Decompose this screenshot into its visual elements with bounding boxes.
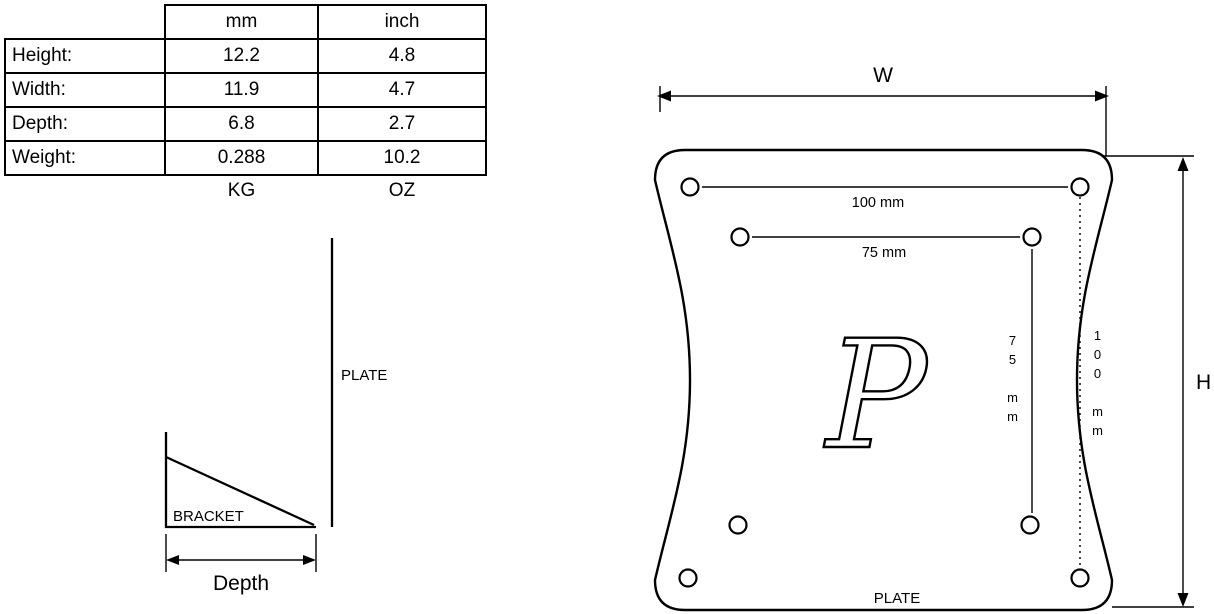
mounting-hole [1070,177,1090,197]
table-header-row: mm inch [5,4,487,40]
height-inch-value: 4.8 [317,38,487,74]
arrow-right-icon [1095,90,1109,102]
row-label-width: Width: [4,72,166,108]
dim-75mm-horizontal-label: 75 mm [862,245,906,261]
weight-inch-value: 10.2 [317,140,487,176]
width-mm-value: 11.9 [164,72,319,108]
dim-75mm-vertical-label: 75 mm [1005,333,1020,428]
table-footer-row: KG OZ [5,175,486,206]
weight-mm-value: 0.288 [164,140,319,176]
table-row: Height: 12.2 4.8 [4,38,487,74]
arrow-down-icon [1177,593,1189,607]
height-mm-value: 12.2 [164,38,319,74]
mounting-hole [1020,515,1040,535]
depth-inch-value: 2.7 [317,106,487,142]
arrow-left-icon [166,555,179,565]
side-view: PLATE BRACKET Depth [164,238,387,595]
mounting-hole [730,227,750,247]
arrow-left-icon [657,90,671,102]
table-row: Depth: 6.8 2.7 [4,106,487,142]
arrow-right-icon [303,555,316,565]
depth-mm-value: 6.8 [164,106,319,142]
mounting-hole [1070,568,1090,588]
unit-header-inch: inch [317,4,487,40]
width-label: W [873,64,893,87]
front-view: W H 100 mm 75 mm [653,64,1211,612]
front-plate-label: PLATE [874,590,920,607]
side-plate-label: PLATE [341,367,387,384]
mounting-hole [678,568,698,588]
width-inch-value: 4.7 [317,72,487,108]
unit-header-mm: mm [164,4,319,40]
table-row: Weight: 0.288 10.2 [4,140,487,176]
dim-100mm-vertical-label: 100 mm [1090,328,1105,442]
row-label-weight: Weight: [4,140,166,176]
height-label: H [1196,371,1211,394]
plate-outline [653,148,1114,612]
arrow-up-icon [1177,157,1189,171]
row-label-height: Height: [4,38,166,74]
mounting-hole [1022,227,1042,247]
spec-table: mm inch Height: 12.2 4.8 Width: 11.9 4.7… [4,4,487,206]
bracket-diagonal [165,455,315,527]
blank-cell [5,5,166,40]
brand-logo-icon: P [823,309,930,483]
bracket-outline [164,432,316,529]
unit-footer-oz: OZ [388,180,416,201]
bracket-label: BRACKET [173,508,244,525]
table-row: Width: 11.9 4.7 [4,72,487,108]
row-label-depth: Depth: [4,106,166,142]
depth-label: Depth [213,572,269,595]
dim-100mm-horizontal-label: 100 mm [852,195,904,211]
mounting-hole [728,515,748,535]
unit-footer-kg: KG [227,180,256,201]
mounting-hole [680,177,700,197]
